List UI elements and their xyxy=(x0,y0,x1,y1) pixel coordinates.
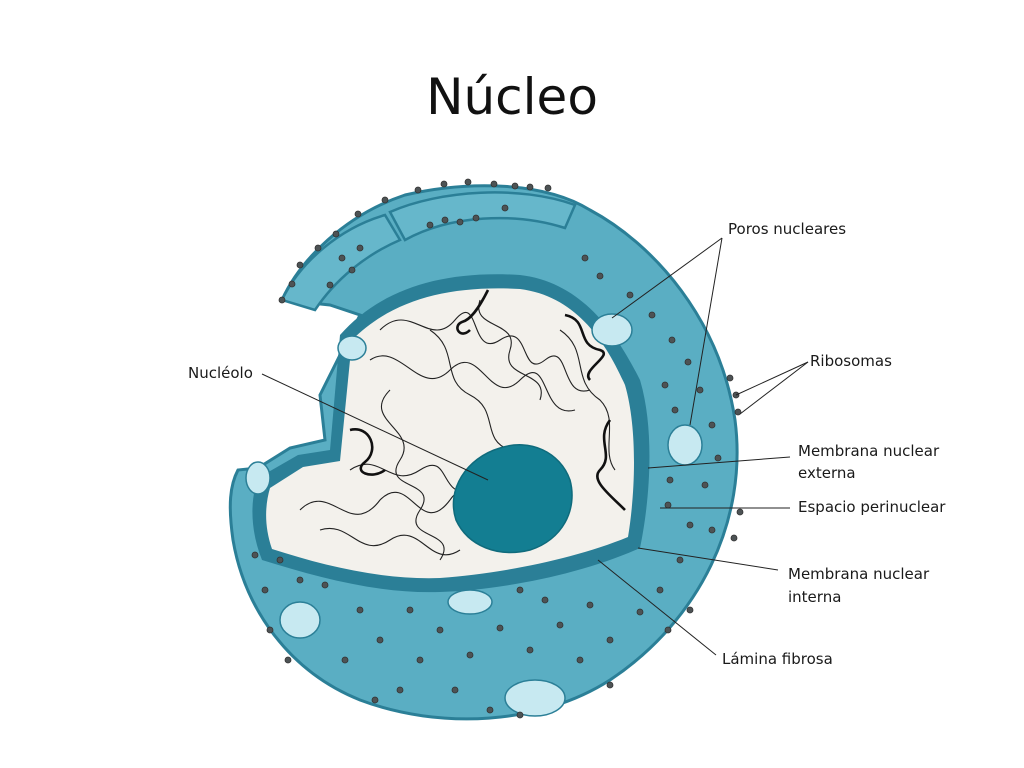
envelope-flap xyxy=(280,213,402,312)
label-membrana-interna-line1: Membrana nuclear xyxy=(788,565,930,583)
nucleoplasm xyxy=(266,288,634,579)
label-nucleolo: Nucléolo xyxy=(188,364,253,382)
label-poros-nucleares: Poros nucleares xyxy=(728,220,846,238)
label-espacio-perinuclear: Espacio perinuclear xyxy=(798,498,946,516)
label-membrana-externa-line1: Membrana nuclear xyxy=(798,442,940,460)
pore xyxy=(337,335,367,361)
ribosomes xyxy=(251,178,744,719)
pore xyxy=(245,461,271,495)
label-ribosomas: Ribosomas xyxy=(810,352,892,370)
envelope-flap-top xyxy=(388,191,577,242)
label-membrana-interna-line2: interna xyxy=(788,588,841,606)
chromatin xyxy=(299,299,616,561)
label-lamina-fibrosa: Lámina fibrosa xyxy=(722,650,833,668)
chromatin-bold xyxy=(349,289,626,511)
page-title: Núcleo xyxy=(426,68,598,126)
pore xyxy=(504,679,566,717)
pore xyxy=(667,424,703,466)
nuclear-pores xyxy=(245,313,703,717)
label-membrana-externa-line2: externa xyxy=(798,464,856,482)
pore xyxy=(591,313,633,347)
nucleolus xyxy=(452,444,573,554)
leader-lines xyxy=(261,237,809,656)
pore xyxy=(279,601,321,639)
pore xyxy=(447,589,493,615)
